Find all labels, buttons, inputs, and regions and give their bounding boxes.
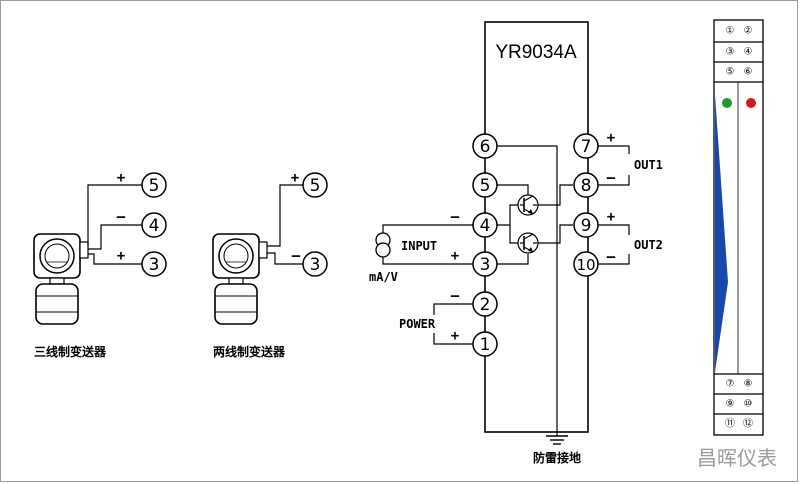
current-source-icon (375, 232, 391, 258)
caption-three-wire: 三线制变送器 (34, 344, 107, 359)
sign-plus: + (607, 130, 615, 146)
brand-watermark: 昌晖仪表 (697, 446, 777, 470)
power-section: – + POWER (399, 288, 473, 345)
red-led-icon (746, 98, 756, 108)
rail-terminal-row: ⑨ ⑩ (726, 399, 753, 410)
svg-text:4: 4 (480, 216, 491, 236)
rail-terminal-row: ⑤ ⑥ (726, 67, 753, 78)
svg-text:2: 2 (480, 295, 491, 315)
terminal-10: 10 (573, 251, 599, 277)
svg-text:6: 6 (480, 137, 491, 157)
svg-text:⑪: ⑪ (725, 418, 735, 430)
svg-text:⑥: ⑥ (744, 67, 753, 78)
blue-stripe (715, 95, 728, 372)
two-wire-transmitter: + – 5 3 两线制变送器 (212, 170, 328, 359)
sign-plus: + (117, 248, 125, 264)
caption-two-wire: 两线制变送器 (213, 344, 286, 359)
model-name: YR9034A (495, 42, 577, 63)
ground-symbol (546, 435, 568, 445)
power-label: POWER (399, 317, 436, 331)
svg-text:5: 5 (149, 176, 160, 196)
svg-text:9: 9 (581, 216, 592, 236)
svg-text:3: 3 (149, 255, 160, 275)
output-1-section: + – OUT1 (598, 130, 663, 186)
sign-minus: – (451, 288, 460, 304)
terminal-5: 5 (141, 172, 167, 198)
transmitter-icon (212, 233, 268, 325)
svg-text:③: ③ (726, 47, 735, 58)
out2-label: OUT2 (634, 238, 663, 252)
svg-text:⑨: ⑨ (726, 399, 735, 410)
din-rail-module: ① ② ③ ④ ⑤ ⑥ ⑦ ⑧ ⑨ ⑩ ⑪ ⑫ (713, 19, 764, 436)
module-box (484, 21, 589, 433)
rail-terminal-row: ⑪ ⑫ (725, 418, 753, 430)
transmitter-icon (33, 233, 89, 325)
rail-terminal-row: ③ ④ (726, 47, 753, 58)
svg-text:5: 5 (310, 176, 321, 196)
svg-text:3: 3 (480, 255, 491, 275)
sign-minus: – (607, 170, 616, 186)
sign-plus: + (117, 170, 125, 186)
sign-plus: + (451, 248, 459, 264)
three-wire-transmitter: + – + 5 4 3 三线制变送器 (33, 170, 167, 359)
svg-text:4: 4 (149, 216, 160, 236)
terminal-3: 3 (141, 251, 167, 277)
svg-text:⑤: ⑤ (726, 67, 735, 78)
svg-text:⑫: ⑫ (743, 418, 753, 430)
output-transistor-2 (517, 232, 539, 254)
terminal-8: 8 (573, 172, 599, 198)
terminal-4: 4 (472, 212, 498, 238)
svg-text:1: 1 (480, 335, 491, 355)
input-section: – + INPUT mA/V (369, 209, 473, 284)
terminal-3: 3 (302, 251, 328, 277)
terminal-1: 1 (472, 331, 498, 357)
output-2-section: + – OUT2 (598, 209, 663, 265)
svg-text:⑩: ⑩ (744, 399, 753, 410)
out1-label: OUT1 (634, 158, 663, 172)
svg-text:⑦: ⑦ (726, 379, 735, 390)
sign-plus: + (291, 170, 299, 186)
sign-minus: – (451, 209, 460, 225)
green-led-icon (722, 98, 732, 108)
terminal-7: 7 (573, 133, 599, 159)
terminal-2: 2 (472, 291, 498, 317)
svg-text:10: 10 (576, 256, 595, 274)
terminal-4: 4 (141, 212, 167, 238)
rail-terminal-row: ⑦ ⑧ (726, 379, 753, 390)
terminal-9: 9 (573, 212, 599, 238)
svg-text:7: 7 (581, 137, 592, 157)
terminal-6: 6 (472, 133, 498, 159)
terminal-3: 3 (472, 251, 498, 277)
sign-minus: – (292, 248, 301, 264)
svg-text:3: 3 (310, 255, 321, 275)
svg-text:5: 5 (480, 176, 491, 196)
sign-minus: – (607, 249, 616, 265)
sign-minus: – (117, 209, 126, 225)
svg-text:8: 8 (581, 176, 592, 196)
svg-text:⑧: ⑧ (744, 379, 753, 390)
yr9034a-module: YR9034A (472, 21, 599, 465)
terminal-5: 5 (302, 172, 328, 198)
svg-text:①: ① (726, 26, 735, 37)
terminal-5: 5 (472, 172, 498, 198)
ground-label: 防雷接地 (533, 450, 581, 465)
sign-plus: + (451, 328, 459, 344)
rail-terminal-row: ① ② (726, 26, 753, 37)
output-transistor-1 (517, 194, 539, 216)
ma-v-label: mA/V (369, 270, 398, 284)
svg-text:②: ② (744, 26, 753, 37)
sign-plus: + (607, 209, 615, 225)
input-label: INPUT (401, 239, 437, 253)
svg-text:④: ④ (744, 47, 753, 58)
